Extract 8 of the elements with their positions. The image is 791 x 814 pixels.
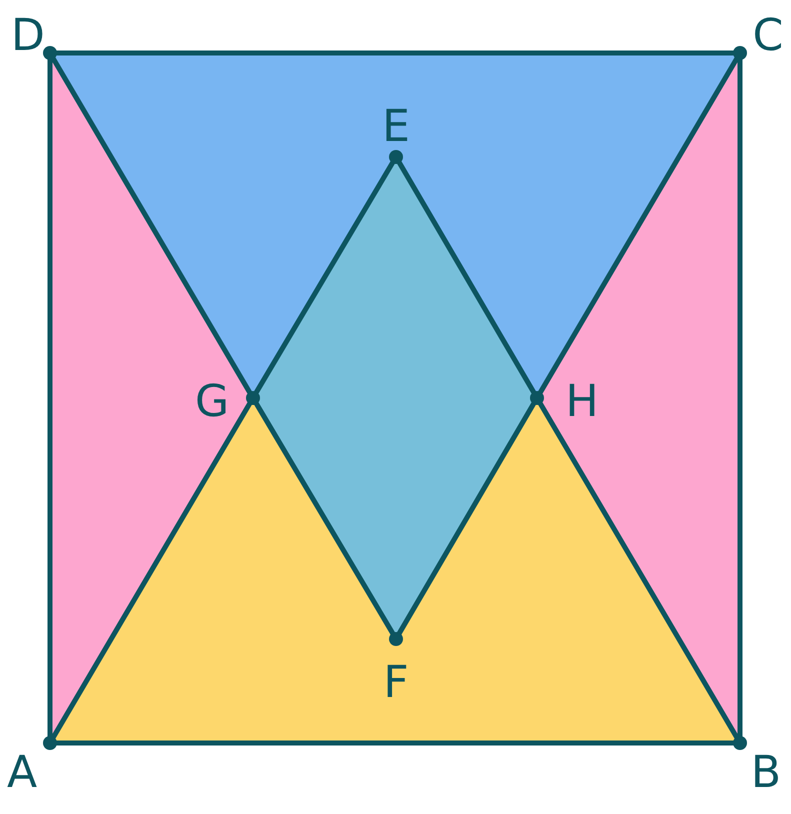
point-label: D: [11, 14, 45, 58]
point-label: A: [6, 751, 38, 795]
point-label: E: [382, 105, 410, 149]
point-label: B: [750, 751, 782, 795]
point-label: H: [565, 380, 599, 424]
point-label: F: [383, 661, 409, 705]
point-label: C: [752, 14, 784, 58]
point-label: G: [194, 380, 230, 424]
